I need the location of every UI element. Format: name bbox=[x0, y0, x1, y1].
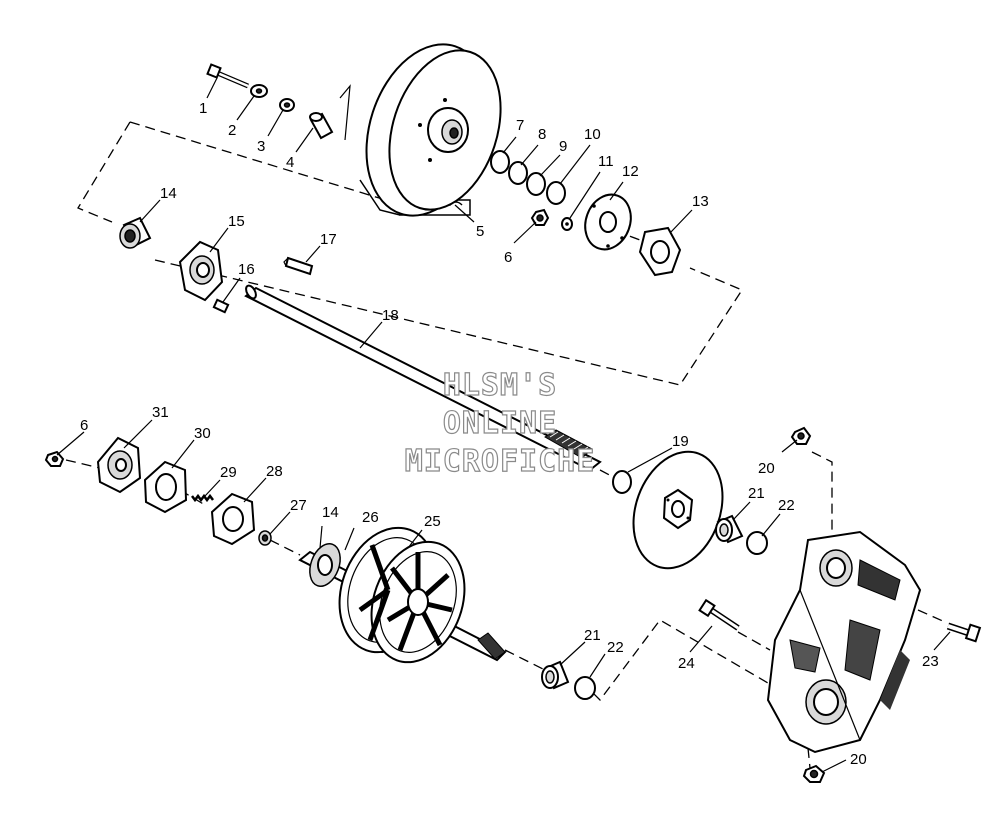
part-14-bearing-upper bbox=[119, 216, 152, 249]
part-31-flange-bearing bbox=[96, 436, 142, 494]
upper-dashed-outline bbox=[77, 121, 131, 223]
part-30-gasket bbox=[143, 460, 188, 514]
callout-label: 22 bbox=[778, 497, 795, 514]
part-28-plate bbox=[210, 492, 256, 546]
watermark-line-1: HLSM'S bbox=[443, 368, 557, 403]
watermark-line-3: MICROFICHE bbox=[405, 444, 596, 479]
part-21-bushing-upper bbox=[715, 514, 744, 544]
callout-label: 15 bbox=[228, 213, 245, 230]
callout-label: 2 bbox=[228, 122, 236, 139]
brake-disc bbox=[632, 450, 724, 570]
part-3-washer bbox=[279, 98, 295, 112]
part-18-shaft bbox=[244, 284, 602, 472]
callout-label: 23 bbox=[922, 653, 939, 670]
part-6-nut-upper bbox=[530, 208, 550, 226]
lower-dashed-path-22 bbox=[581, 619, 781, 701]
callout-label: 30 bbox=[194, 425, 211, 442]
callout-label: 19 bbox=[672, 433, 689, 450]
callout-label: 14 bbox=[160, 185, 177, 202]
part-9-ring bbox=[526, 172, 546, 196]
callout-label: 6 bbox=[504, 249, 512, 266]
dashed-27-shaft bbox=[269, 539, 301, 556]
callout-label: 26 bbox=[362, 509, 379, 526]
part-1-bolt bbox=[206, 63, 249, 89]
callout-label: 3 bbox=[257, 138, 265, 155]
part-24-bolt bbox=[698, 598, 740, 631]
part-11-washer bbox=[561, 217, 573, 231]
callout-label: 24 bbox=[678, 655, 695, 672]
part-13-gasket bbox=[638, 226, 682, 277]
part-20-nut-lower bbox=[802, 764, 826, 783]
callout-label: 9 bbox=[559, 138, 567, 155]
upper-dashed-line-top bbox=[129, 121, 426, 213]
callout-label: 1 bbox=[199, 100, 207, 117]
watermark: HLSM'S ONLINE MICROFICHE bbox=[404, 367, 596, 479]
part-10-ring bbox=[546, 181, 566, 205]
callout-label: 29 bbox=[220, 464, 237, 481]
part-22-cap-upper bbox=[746, 531, 768, 555]
callout-label: 25 bbox=[424, 513, 441, 530]
callout-label: 20 bbox=[758, 460, 775, 477]
dashed-6-31 bbox=[65, 459, 101, 469]
chaincase-housing bbox=[766, 530, 922, 754]
lower-dashed-path-23 bbox=[917, 609, 946, 623]
part-7-ring bbox=[490, 150, 510, 174]
part-19-ring bbox=[612, 470, 632, 494]
callout-label: 13 bbox=[692, 193, 709, 210]
callout-label: 8 bbox=[538, 126, 546, 143]
part-6-nut-lower bbox=[44, 450, 65, 467]
leader-lines bbox=[56, 77, 951, 773]
part-25-drive-shaft-assembly bbox=[298, 526, 507, 664]
lower-dashed-path-20 bbox=[811, 451, 833, 560]
callout-label: 5 bbox=[476, 223, 484, 240]
dashed-shaft-21 bbox=[504, 649, 546, 671]
part-16-screw bbox=[212, 298, 230, 314]
callout-label: 7 bbox=[516, 117, 524, 134]
callout-label: 11 bbox=[598, 153, 614, 170]
callout-label: 31 bbox=[152, 404, 169, 421]
callout-label: 21 bbox=[584, 627, 601, 644]
callout-label: 22 bbox=[607, 639, 624, 656]
upper-dashed-line-bottom bbox=[154, 259, 743, 386]
part-27-plug bbox=[258, 530, 272, 546]
part-8-ring bbox=[508, 161, 528, 185]
part-5-sprocket-and-chain bbox=[339, 43, 502, 217]
callout-label: 27 bbox=[290, 497, 307, 514]
part-22-cap-lower bbox=[574, 676, 596, 700]
callout-label: 20 bbox=[850, 751, 867, 768]
callout-label: 21 bbox=[748, 485, 765, 502]
part-17-key bbox=[283, 256, 314, 276]
part-12-flange-plate bbox=[584, 193, 632, 251]
part-29-spring bbox=[191, 493, 214, 503]
callout-label: 18 bbox=[382, 307, 399, 324]
callout-label: 6 bbox=[80, 417, 88, 434]
dashed-18-19 bbox=[599, 469, 616, 479]
callout-label: 14 bbox=[322, 504, 339, 521]
callout-label: 17 bbox=[320, 231, 337, 248]
part-23-bolt bbox=[946, 622, 982, 643]
callout-label: 4 bbox=[286, 154, 294, 171]
callout-labels: 1 2 3 4 5 6 7 8 9 10 11 12 13 14 15 16 1… bbox=[80, 100, 939, 768]
part-4-bushing bbox=[309, 112, 334, 140]
lower-dashed-path-24 bbox=[737, 631, 771, 651]
callout-label: 10 bbox=[584, 126, 601, 143]
part-15-flange-plate bbox=[178, 240, 224, 302]
part-2-washer bbox=[250, 84, 268, 98]
part-21-bushing-lower bbox=[541, 660, 570, 690]
lower-dashed-path-20b bbox=[807, 747, 811, 769]
callout-label: 12 bbox=[622, 163, 639, 180]
callout-label: 28 bbox=[266, 463, 283, 480]
callout-label: 16 bbox=[238, 261, 255, 278]
watermark-line-2: ONLINE bbox=[443, 406, 557, 441]
